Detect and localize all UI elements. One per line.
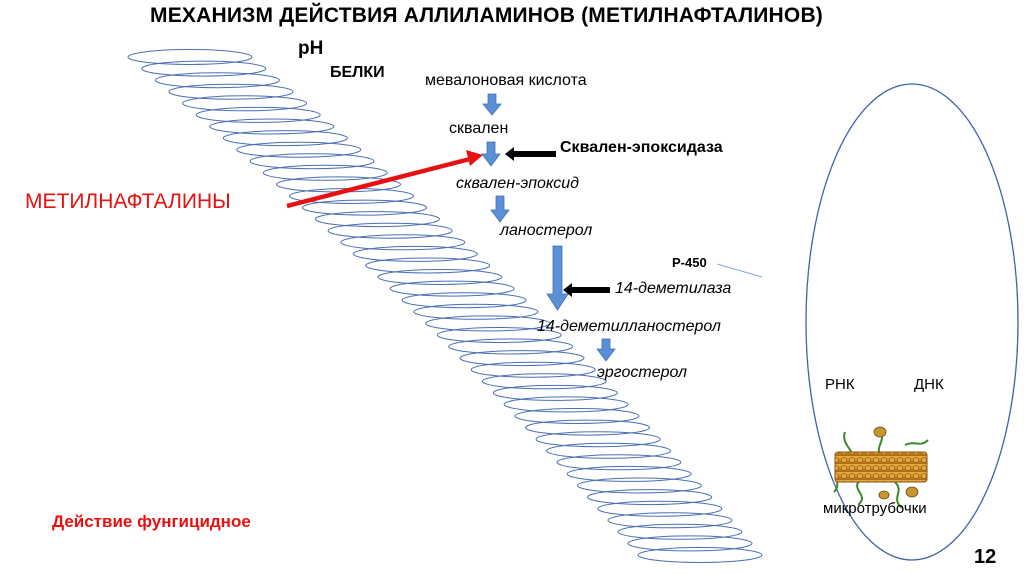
membrane-ring <box>607 512 733 529</box>
p450-connector <box>716 263 763 278</box>
membrane-ring <box>413 303 539 320</box>
membrane-ring <box>576 477 702 494</box>
membrane-ring <box>209 118 335 135</box>
membrane-ring <box>617 523 743 540</box>
membrane-ring <box>587 489 713 506</box>
membrane-ring <box>627 535 753 552</box>
membrane-ring <box>236 141 362 158</box>
squalene-epoxide-label: сквален-эпоксид <box>456 175 580 192</box>
pathway-arrows <box>481 93 616 362</box>
membrane-ring <box>401 292 527 309</box>
arrow-demethyl-to-ergosterol <box>596 338 616 362</box>
membrane-ring <box>514 408 640 424</box>
membrane-ring <box>637 547 763 563</box>
membrane-ring <box>389 280 515 297</box>
membrane-ring <box>327 222 453 239</box>
membrane-ring <box>262 164 388 181</box>
membrane-ring <box>459 350 585 367</box>
mevalonic-acid-label: мевалоновая кислота <box>425 72 587 89</box>
ph-label: pH <box>298 38 324 59</box>
proteins-label: БЕЛКИ <box>330 64 385 81</box>
ergosterol-label: эргостерол <box>597 364 688 381</box>
p450-label: P-450 <box>672 255 707 270</box>
fungicidal-effect-label: Действие фунгицидное <box>52 512 251 531</box>
membrane-ring <box>436 327 562 343</box>
membrane-ring <box>154 72 280 89</box>
membrane-ring <box>249 153 375 170</box>
methylnaphthalenes-label: МЕТИЛНАФТАЛИНЫ <box>25 190 231 213</box>
lanosterol-label: ланостерол <box>500 222 593 239</box>
membrane-ring <box>168 83 294 100</box>
arrow-epoxide-to-lanosterol <box>490 195 510 223</box>
membrane-ring <box>492 384 618 401</box>
membrane-ring <box>597 500 723 517</box>
membrane-ring <box>314 211 440 228</box>
arrow-lanosterol-to-demethyl <box>546 245 569 311</box>
enzyme-arrows <box>505 147 610 297</box>
membrane-ring <box>546 442 671 459</box>
microtubule-illustration <box>833 426 929 509</box>
membrane-ring <box>377 269 503 285</box>
nucleus-outline <box>805 83 1019 561</box>
membrane-ring <box>127 49 253 65</box>
membrane-ring <box>340 234 466 251</box>
membrane-ring <box>141 60 267 77</box>
slide-title: МЕХАНИЗМ ДЕЙСТВИЯ АЛЛИЛАМИНОВ (МЕТИЛНАФТ… <box>150 4 824 27</box>
demethylase-arrow <box>563 283 610 297</box>
membrane-rings <box>127 49 763 563</box>
membrane-ring <box>481 373 607 390</box>
rna-label: РНК <box>825 376 855 393</box>
membrane-ring <box>195 106 321 123</box>
arrow-mevalonic-to-squalene <box>482 93 502 116</box>
dna-label: ДНК <box>914 376 944 393</box>
drug-arrow <box>286 150 483 209</box>
membrane-ring <box>352 245 478 262</box>
membrane-ring <box>556 454 682 471</box>
membrane-ring <box>566 465 692 482</box>
arrow-squalene-to-epoxide <box>481 141 501 167</box>
membrane-ring <box>365 257 491 274</box>
membrane-ring <box>222 130 348 147</box>
membrane-ring <box>525 419 650 436</box>
demethylase-label: 14-деметилаза <box>615 280 732 297</box>
demethyl-lanosterol-label: 14-деметилланостерол <box>537 318 721 335</box>
membrane-ring <box>425 315 551 332</box>
membrane-ring <box>503 396 629 413</box>
membrane-ring <box>182 95 308 112</box>
page-number: 12 <box>974 546 997 568</box>
membrane-ring <box>535 431 661 448</box>
membrane-ring <box>448 338 574 355</box>
epoxidase-arrow <box>505 147 556 161</box>
microtubules-label: микротрубочки <box>823 500 927 517</box>
squalene-epoxidase-label: Сквален-эпоксидаза <box>560 139 723 156</box>
membrane-ring <box>470 361 596 378</box>
membrane-ring <box>302 199 427 216</box>
squalene-label: сквален <box>449 120 509 137</box>
